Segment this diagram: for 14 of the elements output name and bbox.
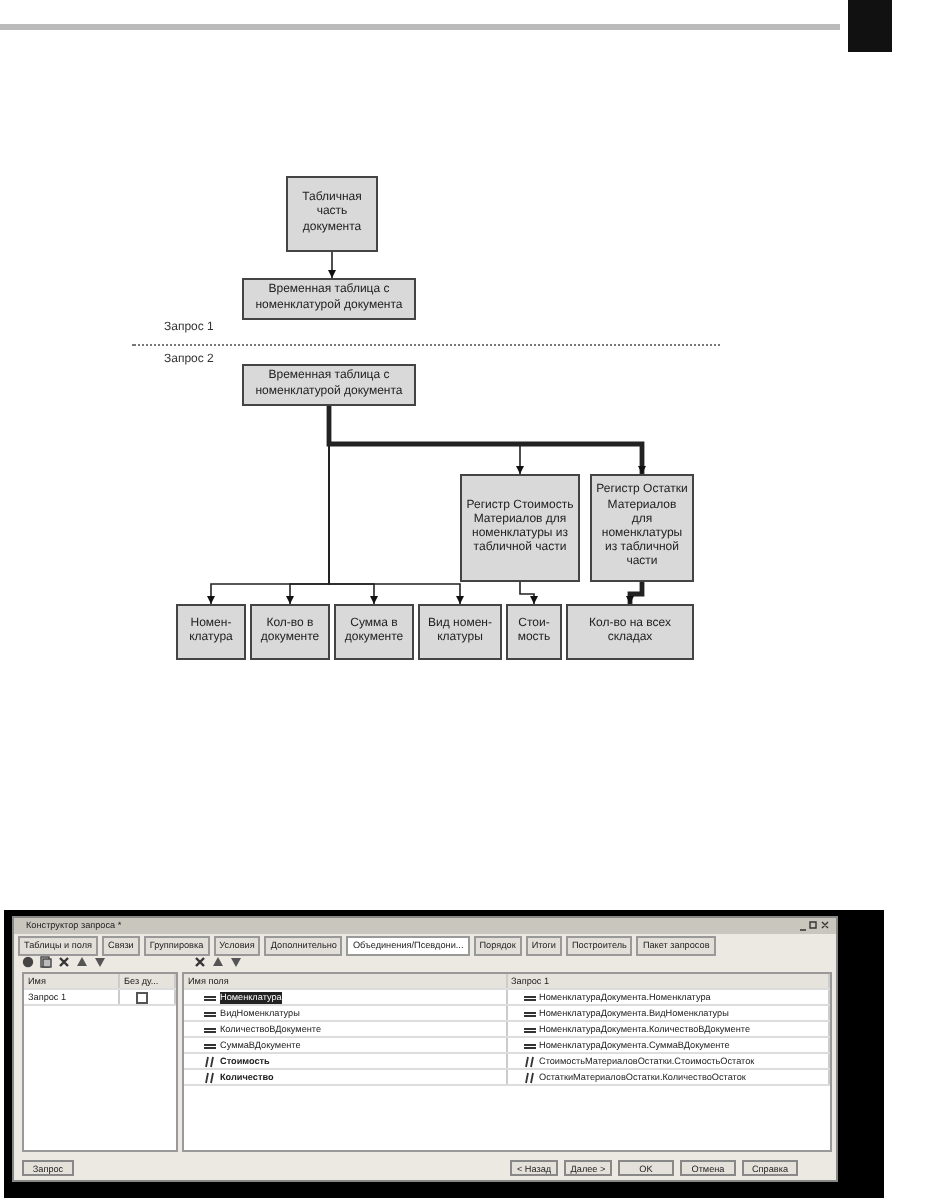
process-box — [334, 604, 414, 660]
process-box — [176, 604, 246, 660]
process-box — [566, 604, 694, 660]
process-box — [242, 364, 416, 406]
process-box — [250, 604, 330, 660]
process-box — [242, 278, 416, 320]
arrow — [626, 582, 645, 604]
process-box — [460, 474, 580, 582]
process-box — [506, 604, 562, 660]
arrow — [328, 251, 336, 279]
process-box — [286, 176, 378, 252]
process-box — [418, 604, 502, 660]
arrow — [519, 581, 538, 605]
arrow — [326, 406, 646, 474]
